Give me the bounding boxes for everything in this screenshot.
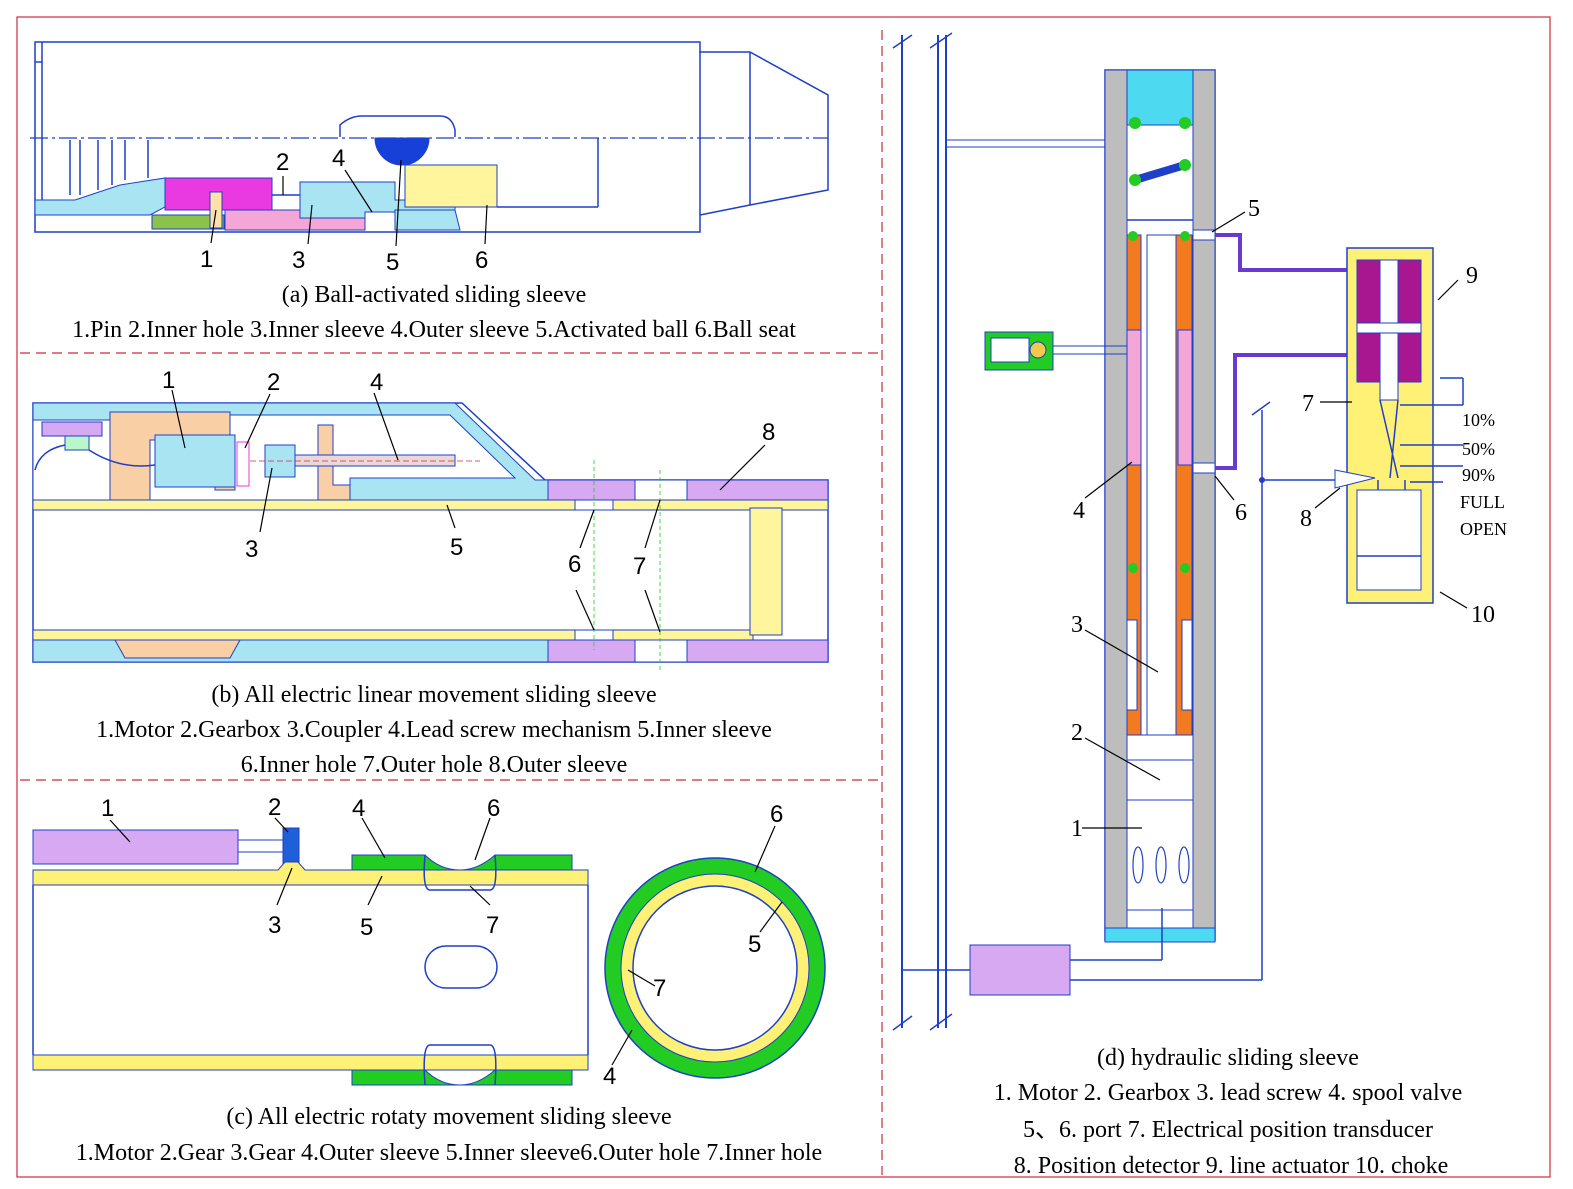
panel-b-caption: (b) All electric linear movement sliding… (211, 682, 656, 708)
panel-c-ring-label-7: 7 (653, 975, 666, 1002)
panel-b-drawing (32, 402, 829, 670)
panel-b-label-4: 4 (370, 369, 383, 396)
panel-d-leaders (1082, 211, 1468, 829)
panel-a-caption: (a) Ball-activated sliding sleeve (282, 282, 587, 308)
panel-c-label-4: 4 (352, 795, 365, 822)
panel-a-label-2: 2 (276, 149, 289, 176)
panel-b-label-1: 1 (162, 367, 175, 394)
panel-d-drawing (892, 32, 1464, 1031)
panel-c-label-3: 3 (268, 912, 281, 939)
panel-b-leaders (171, 389, 766, 633)
panel-c-label-7: 7 (486, 912, 499, 939)
panel-d-label-4: 4 (1073, 498, 1085, 524)
panel-c-caption: (c) All electric rotaty movement sliding… (226, 1104, 671, 1130)
panel-a-label-1: 1 (200, 246, 213, 273)
panel-d-label-5: 5 (1248, 196, 1260, 222)
choke-position-full: FULL (1460, 492, 1505, 512)
panel-d-label-8: 8 (1300, 506, 1312, 532)
panel-b-legend-line-1: 1.Motor 2.Gearbox 3.Coupler 4.Lead screw… (96, 717, 772, 743)
outer-frame (16, 16, 1551, 1178)
panel-c-label-5: 5 (360, 914, 373, 941)
panel-a-label-3: 3 (292, 247, 305, 274)
panel-a-drawing (30, 41, 829, 233)
panel-d-label-10: 10 (1471, 602, 1495, 628)
panel-c-legend: 1.Motor 2.Gear 3.Gear 4.Outer sleeve 5.I… (76, 1140, 822, 1166)
panel-d-label-1: 1 (1071, 816, 1083, 842)
panel-d-label-2: 2 (1071, 720, 1083, 746)
panel-a-label-6: 6 (475, 247, 488, 274)
panel-d-label-6: 6 (1235, 500, 1247, 526)
panel-d-label-3: 3 (1071, 612, 1083, 638)
panel-b-label-6: 6 (568, 551, 581, 578)
panel-d-legend-line-3: 8. Position detector 9. line actuator 10… (1014, 1153, 1449, 1179)
panel-b-legend-line-2: 6.Inner hole 7.Outer hole 8.Outer sleeve (241, 752, 628, 778)
panel-a-label-5: 5 (386, 249, 399, 276)
choke-position-90: 90% (1462, 465, 1495, 485)
panel-b-label-2: 2 (267, 369, 280, 396)
panel-c-ring-label-4: 4 (603, 1063, 616, 1090)
panel-d-caption: (d) hydraulic sliding sleeve (1097, 1045, 1359, 1071)
panel-c-ring-label-6: 6 (770, 801, 783, 828)
panel-d-label-9: 9 (1466, 263, 1478, 289)
panel-c-leaders (109, 817, 783, 1066)
panel-a-label-4: 4 (332, 145, 345, 172)
panel-b-label-3: 3 (245, 536, 258, 563)
panel-d-label-7: 7 (1302, 391, 1314, 417)
panel-b-label-8: 8 (762, 419, 775, 446)
panel-b-label-5: 5 (450, 534, 463, 561)
panel-a-legend: 1.Pin 2.Inner hole 3.Inner sleeve 4.Oute… (72, 317, 796, 343)
panel-c-label-6: 6 (487, 795, 500, 822)
panel-c-ring-label-5: 5 (748, 931, 761, 958)
choke-position-open: OPEN (1460, 519, 1507, 539)
panel-d-legend-line-1: 1. Motor 2. Gearbox 3. lead screw 4. spo… (994, 1080, 1463, 1106)
panel-b-label-7: 7 (633, 553, 646, 580)
panel-a-leaders (210, 159, 488, 247)
panel-c-drawing (32, 827, 826, 1086)
panel-c-label-2: 2 (268, 794, 281, 821)
choke-position-10: 10% (1462, 410, 1495, 430)
panel-c-label-1: 1 (101, 795, 114, 822)
choke-position-50: 50% (1462, 439, 1495, 459)
panel-d-legend-line-2: 5、6. port 7. Electrical position transdu… (1023, 1117, 1433, 1143)
